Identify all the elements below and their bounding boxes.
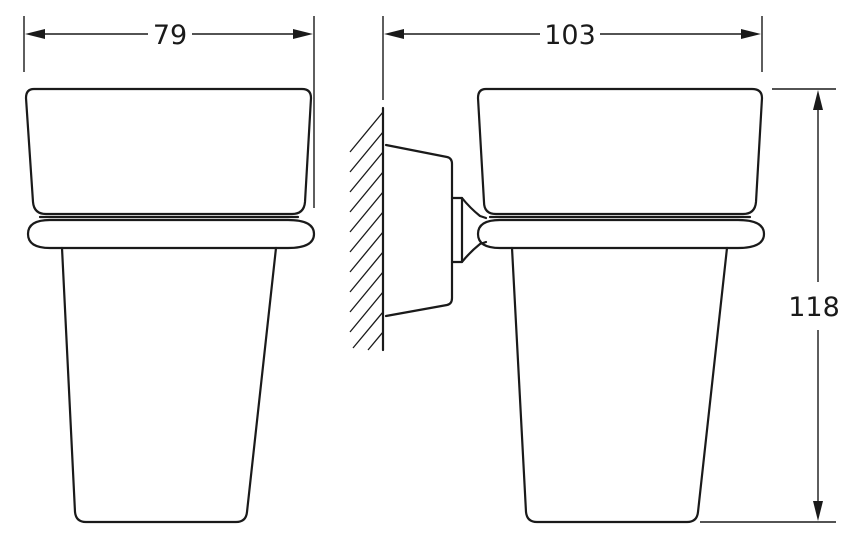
wall-hatching <box>349 111 384 351</box>
front-glass-cup <box>60 246 278 524</box>
side-glass-cup <box>510 246 729 524</box>
depth-arrow-left <box>384 29 404 39</box>
front-view: 79 <box>23 16 316 524</box>
width-arrow-left <box>25 29 45 39</box>
height-dimension-label: 118 <box>788 292 840 323</box>
width-dimension-label: 79 <box>153 20 187 51</box>
depth-arrow-right <box>741 29 761 39</box>
side-ring-band <box>476 218 766 250</box>
side-view: 103 118 <box>349 16 840 524</box>
width-arrow-right <box>293 29 313 39</box>
depth-dimension-label: 103 <box>544 20 596 51</box>
mount-arm <box>450 196 488 220</box>
side-cup-upper <box>476 87 764 216</box>
mount-arm-lower <box>450 240 488 264</box>
front-cup-upper <box>24 87 313 216</box>
height-arrow-top <box>813 90 823 110</box>
height-arrow-bottom <box>813 501 823 521</box>
wall-mount-plate <box>384 143 454 318</box>
front-ring-band <box>26 218 316 250</box>
